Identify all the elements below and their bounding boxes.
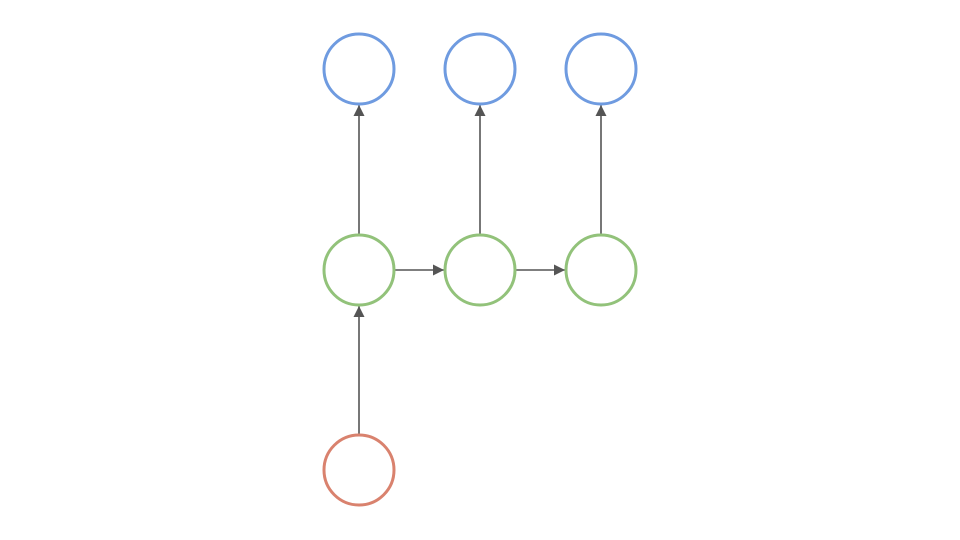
output-2-node bbox=[443, 32, 517, 106]
hidden-3-node bbox=[564, 233, 638, 307]
nodes-layer bbox=[322, 32, 638, 507]
input-1-node bbox=[322, 433, 396, 507]
edges-layer bbox=[353, 105, 607, 435]
output-1-node bbox=[322, 32, 396, 106]
hidden-2-node bbox=[443, 233, 517, 307]
hidden-1-node bbox=[322, 233, 396, 307]
output-3-node bbox=[564, 32, 638, 106]
